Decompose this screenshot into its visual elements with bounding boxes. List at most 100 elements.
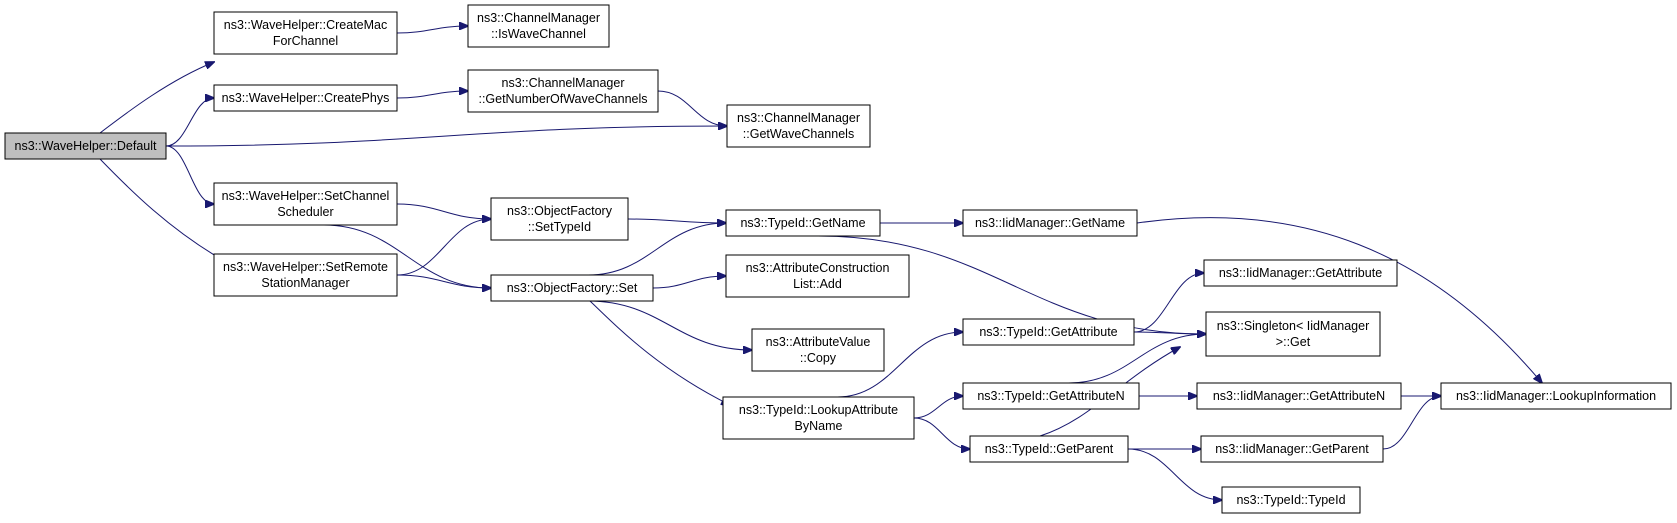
call-edge-typeIdGetAttribute-to-iidGetAttribute [1133,273,1204,333]
node-box[interactable] [962,318,1135,346]
call-edge-iidGetName-to-lookupInformation [1136,217,1542,383]
node-label: ns3::Singleton< IidManager [1217,319,1370,333]
node-label: ns3::AttributeConstruction [746,261,890,275]
node-createPhys[interactable]: ns3::WaveHelper::CreatePhys [213,84,398,112]
node-label: ns3::ChannelManager [502,76,625,90]
node-label: ns3::TypeId::GetName [740,216,865,230]
call-edge-setChannelScheduler-to-setTypeId [396,203,491,219]
node-iidGetAttributeN[interactable]: ns3::IidManager::GetAttributeN [1196,382,1402,410]
node-ofSet[interactable]: ns3::ObjectFactory::Set [490,274,654,302]
node-label: ns3::IidManager::GetAttributeN [1213,389,1385,403]
node-box[interactable] [962,382,1140,410]
node-label: ns3::IidManager::LookupInformation [1456,389,1656,403]
node-setTypeId[interactable]: ns3::ObjectFactory::SetTypeId [490,197,629,241]
node-box[interactable] [1196,382,1402,410]
node-iidGetName[interactable]: ns3::IidManager::GetName [962,209,1138,237]
node-box[interactable] [969,435,1129,463]
node-getWaveChannels[interactable]: ns3::ChannelManager::GetWaveChannels [726,104,871,148]
node-label: ns3::ChannelManager [737,111,860,125]
node-iidGetAttribute[interactable]: ns3::IidManager::GetAttribute [1203,259,1398,287]
call-edge-setRemoteStation-to-ofSet [396,274,491,288]
node-isWaveChannel[interactable]: ns3::ChannelManager::IsWaveChannel [467,4,610,48]
node-box[interactable] [751,328,885,372]
call-edge-ofSet-to-typeIdGetName [588,223,726,276]
call-edge-typeIdGetName-to-singletonGet [818,235,1206,334]
node-box[interactable] [213,253,398,297]
call-edge-default-to-createPhys [165,98,214,147]
call-edge-setTypeId-to-typeIdGetName [627,218,726,223]
call-edge-getNumberOfWaveChannels-to-getWaveChannels [657,90,727,126]
node-label: ::Copy [800,351,837,365]
call-edge-iidGetParent-to-lookupInformation [1382,396,1441,450]
node-label: ns3::IidManager::GetParent [1215,442,1369,456]
call-edge-typeIdGetParent-to-typeIdCtor [1127,448,1222,500]
node-label: List::Add [793,277,842,291]
node-box[interactable] [490,197,629,241]
node-box[interactable] [1203,259,1398,287]
node-box[interactable] [726,104,871,148]
node-label: ns3::ObjectFactory::Set [507,281,638,295]
call-edge-lookupAttrByName-to-typeIdGetParent [913,417,970,449]
node-box[interactable] [962,209,1138,237]
node-box[interactable] [467,69,659,113]
node-label: ns3::IidManager::GetName [975,216,1125,230]
node-label: ::GetWaveChannels [743,127,854,141]
call-edges [99,26,1542,500]
call-edge-ofSet-to-attrConstructionAdd [652,276,726,289]
node-box[interactable] [1200,435,1384,463]
node-getNumberOfWaveChannels[interactable]: ns3::ChannelManager::GetNumberOfWaveChan… [467,69,659,113]
node-typeIdGetParent[interactable]: ns3::TypeId::GetParent [969,435,1129,463]
call-edge-setRemoteStation-to-setTypeId [396,219,491,276]
node-label: ns3::TypeId::TypeId [1236,493,1345,507]
node-lookupInformation[interactable]: ns3::IidManager::LookupInformation [1440,382,1672,410]
call-edge-createMac-to-isWaveChannel [396,26,468,34]
node-label: StationManager [261,276,349,290]
node-box[interactable] [1221,486,1361,514]
call-edge-setChannelScheduler-to-ofSet [323,224,491,288]
node-label: ns3::TypeId::GetAttribute [979,325,1117,339]
node-box[interactable] [722,396,915,440]
node-box[interactable] [213,11,398,55]
call-edge-lookupAttrByName-to-typeIdGetAttribute [837,332,963,398]
call-edge-createPhys-to-getNumberOfWaveChannels [396,91,468,99]
node-box[interactable] [725,209,881,237]
node-typeIdGetAttribute[interactable]: ns3::TypeId::GetAttribute [962,318,1135,346]
call-edge-ofSet-to-attrValueCopy [588,300,752,350]
node-typeIdGetAttributeN[interactable]: ns3::TypeId::GetAttributeN [962,382,1140,410]
node-default[interactable]: ns3::WaveHelper::Default [4,132,167,160]
node-label: ns3::WaveHelper::Default [15,139,157,153]
call-edge-default-to-createMac [99,62,214,134]
node-label: ns3::AttributeValue [766,335,871,349]
node-box[interactable] [4,132,167,160]
call-edge-ofSet-to-lookupAttrByName [589,300,730,405]
node-box[interactable] [1440,382,1672,410]
node-attrValueCopy[interactable]: ns3::AttributeValue::Copy [751,328,885,372]
node-typeIdGetName[interactable]: ns3::TypeId::GetName [725,209,881,237]
call-edge-typeIdGetAttributeN-to-singletonGet [1068,334,1206,384]
node-typeIdCtor[interactable]: ns3::TypeId::TypeId [1221,486,1361,514]
node-box[interactable] [1205,311,1381,357]
node-box[interactable] [490,274,654,302]
node-label: ns3::TypeId::LookupAttribute [739,403,898,417]
node-label: ::GetNumberOfWaveChannels [478,92,647,106]
node-label: ns3::WaveHelper::SetChannel [222,189,390,203]
call-edge-default-to-setChannelScheduler [165,145,214,204]
node-box[interactable] [213,182,398,226]
node-label: ns3::WaveHelper::CreatePhys [222,91,390,105]
node-label: ::IsWaveChannel [491,27,586,41]
node-box[interactable] [213,84,398,112]
node-label: ns3::TypeId::GetAttributeN [977,389,1124,403]
call-nodes: ns3::WaveHelper::Defaultns3::WaveHelper:… [4,4,1672,514]
node-box[interactable] [467,4,610,48]
node-iidGetParent[interactable]: ns3::IidManager::GetParent [1200,435,1384,463]
call-edge-default-to-getWaveChannels [165,126,727,147]
node-box[interactable] [725,254,910,298]
node-singletonGet[interactable]: ns3::Singleton< IidManager>::Get [1205,311,1381,357]
node-label: Scheduler [277,205,333,219]
